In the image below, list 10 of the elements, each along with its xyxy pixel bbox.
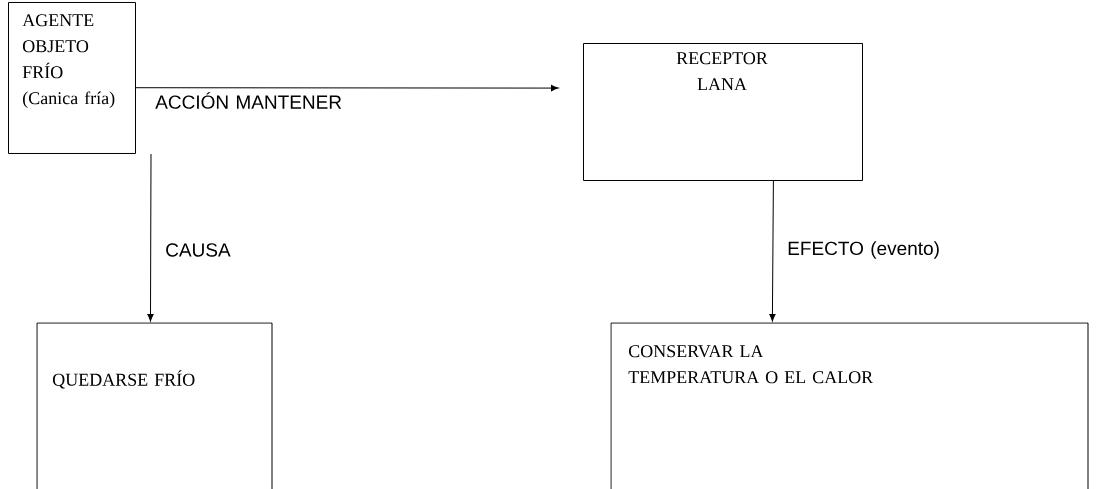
process-box: AGENTE OBJETO FRÍO (Canica fría) [8,2,136,154]
edge-label: ACCIÓN MANTENER [155,92,342,109]
edge-label: EFECTO (evento) [788,241,939,259]
process-box: CONSERVAR LA TEMPERATURA O EL CALOR [610,322,1089,489]
edge-label: CAUSA [166,243,231,257]
arrow [769,180,776,322]
process-box: QUEDARSE FRÍO [36,322,273,489]
arrow [147,153,154,322]
arrow [135,84,559,92]
process-box: RECEPTOR LANA [583,43,863,181]
